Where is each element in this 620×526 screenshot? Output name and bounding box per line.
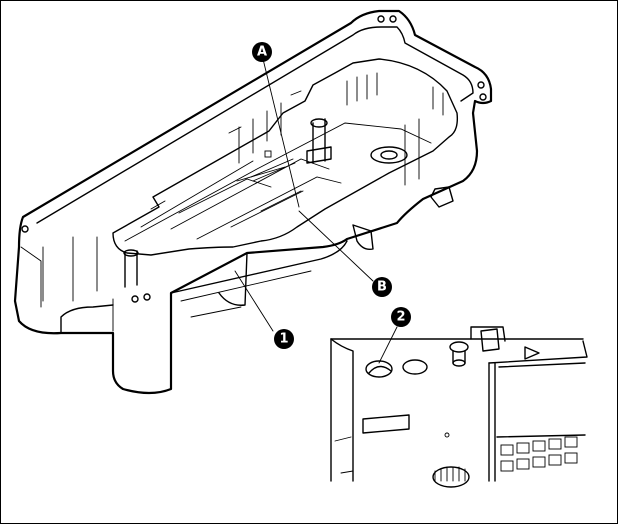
callout-a: A xyxy=(252,42,272,62)
callout-1: 1 xyxy=(274,329,294,349)
leader-b xyxy=(298,210,374,282)
callout-1-label: 1 xyxy=(279,332,288,347)
oil-pan xyxy=(13,9,493,395)
leader-1 xyxy=(234,270,274,332)
leader-a xyxy=(262,58,300,208)
callout-2-label: 2 xyxy=(396,310,405,325)
callout-2: 2 xyxy=(391,307,411,327)
callout-b-label: B xyxy=(377,280,387,295)
leader-2 xyxy=(378,326,398,364)
callout-a-label: A xyxy=(257,45,267,60)
leader-lines xyxy=(234,58,398,364)
inset-machine-bed xyxy=(330,326,588,488)
callout-b: B xyxy=(372,277,392,297)
